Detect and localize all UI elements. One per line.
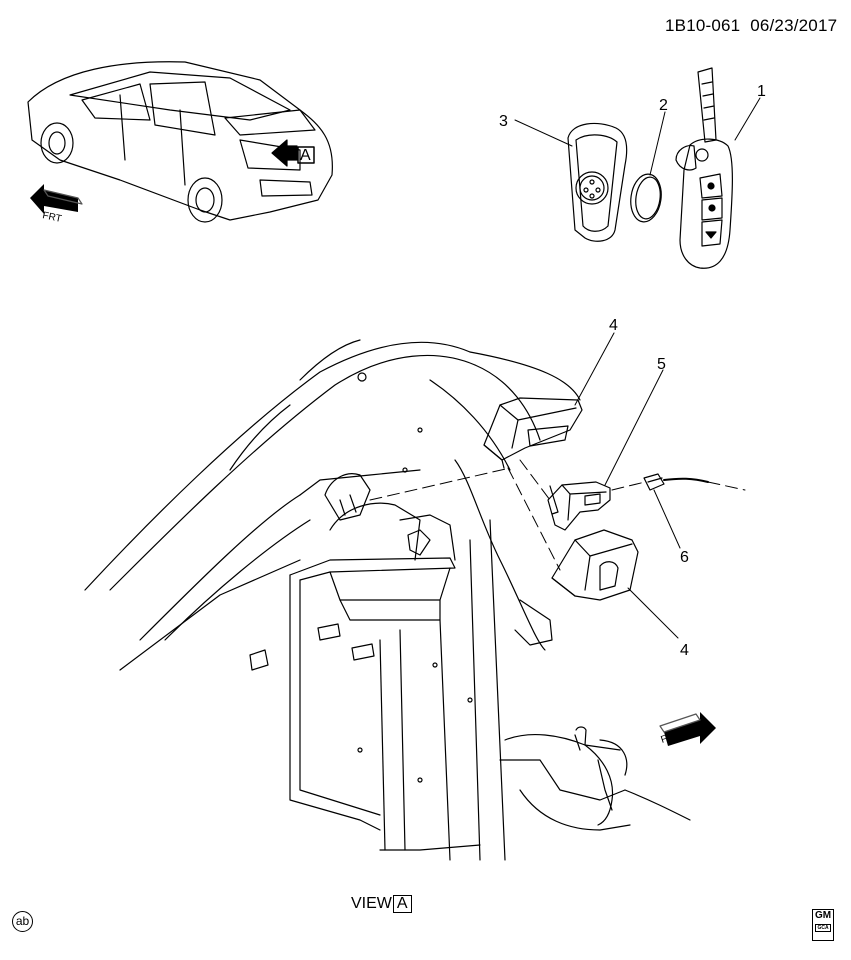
- receiver-module-part-5: [547, 481, 611, 531]
- frt-label-bottom: FRT: [660, 729, 682, 745]
- ab-mark: ab: [12, 911, 33, 932]
- frt-label-top: FRT: [41, 210, 62, 225]
- gm-logo-text: GM: [814, 910, 832, 921]
- reference-number: 1B10-061: [665, 16, 741, 35]
- gm-logo: GM GCA: [812, 909, 834, 941]
- front-direction-arrow-top: [30, 184, 83, 214]
- assembly-guide-lines: [369, 459, 746, 571]
- callout-4-upper: 4: [609, 317, 618, 334]
- bracket-part-4-lower: [551, 529, 639, 601]
- callout-4-lower: 4: [680, 642, 689, 659]
- callout-labels: 1 2 3 4 5 6 4 FRT: [499, 83, 766, 746]
- rear-body-structure-illustration: [84, 339, 691, 861]
- front-direction-arrow-bottom: [659, 712, 716, 746]
- callout-5: 5: [657, 356, 666, 373]
- view-a-pointer: [271, 139, 315, 167]
- bracket-cover-part-4-upper: [483, 397, 583, 469]
- coin-battery-part-2: [630, 173, 662, 223]
- callout-6: 6: [680, 549, 689, 566]
- gm-logo-subtext: GCA: [815, 924, 831, 932]
- view-a-marker: A: [300, 147, 311, 164]
- reference-date: 06/23/2017: [750, 16, 838, 35]
- fob-housing-part-3: [567, 122, 628, 242]
- view-label-text: VIEW: [351, 895, 392, 912]
- view-label-letter: A: [392, 895, 412, 913]
- callout-3: 3: [499, 113, 508, 130]
- flip-key-part-1: [675, 67, 733, 269]
- callout-leader-lines: [514, 97, 761, 639]
- callout-1: 1: [757, 83, 766, 100]
- wire-connector-part-6: [643, 473, 709, 491]
- vehicle-overview-illustration: [27, 61, 333, 223]
- diagram-reference: 1B10-061 06/23/2017: [665, 16, 837, 36]
- callout-2: 2: [659, 97, 668, 114]
